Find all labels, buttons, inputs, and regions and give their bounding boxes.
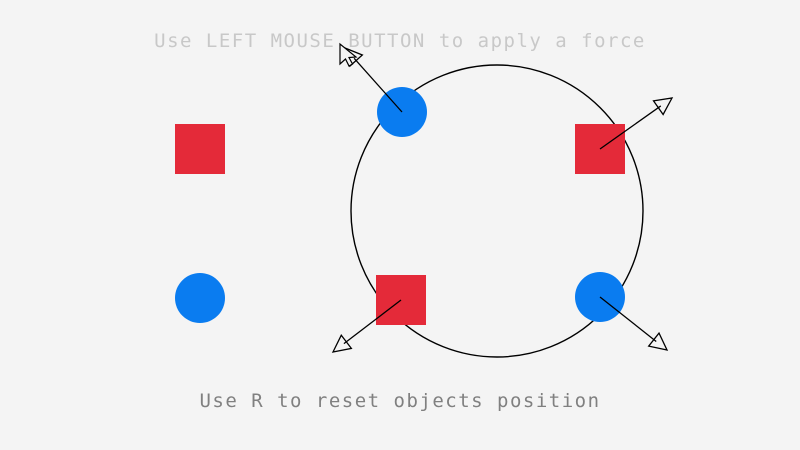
- force-vectors-layer: [331, 46, 674, 353]
- cursor-layer: [339, 42, 358, 67]
- force-ball-bottom-right: [599, 296, 669, 351]
- constraint-circle-layer: [350, 64, 644, 358]
- hint-text-bottom: Use R to reset objects position: [199, 390, 601, 412]
- force-box-top-right-shaft: [599, 105, 662, 150]
- box-left[interactable]: [175, 124, 225, 174]
- force-box-top-right: [599, 97, 674, 150]
- force-ball-top-shaft: [353, 57, 403, 113]
- force-box-bottom-shaft: [343, 299, 402, 345]
- mouse-cursor[interactable]: [339, 42, 358, 67]
- force-ball-bottom-right-shaft: [599, 296, 657, 342]
- mouse-cursor-pointer-icon[interactable]: [339, 42, 358, 67]
- force-box-top-right-head: [652, 97, 674, 116]
- force-box-bottom-head: [331, 333, 353, 353]
- bodies-layer: [175, 87, 625, 325]
- force-box-bottom: [331, 299, 402, 353]
- force-ball-bottom-right-head: [647, 331, 669, 351]
- ball-left[interactable]: [175, 273, 225, 323]
- hint-text-top: Use LEFT MOUSE BUTTON to apply a force: [154, 30, 646, 52]
- constraint-circle: [350, 64, 644, 358]
